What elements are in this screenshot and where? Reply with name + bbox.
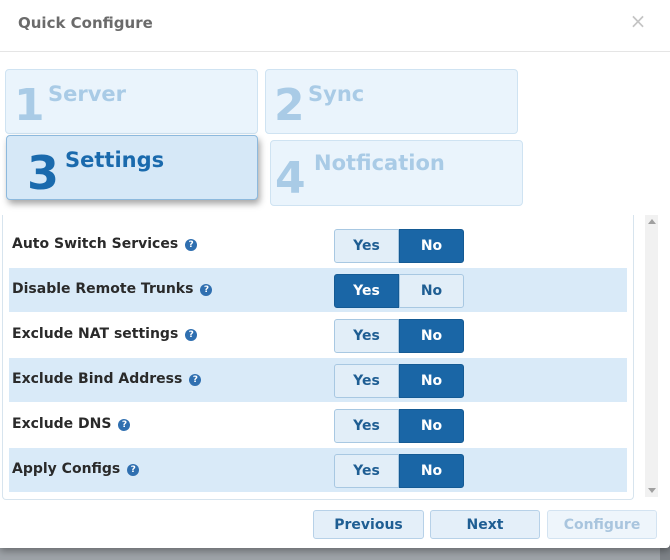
- yes-option[interactable]: Yes: [334, 229, 399, 263]
- step-number: 4: [275, 153, 306, 204]
- yes-option[interactable]: Yes: [334, 364, 399, 398]
- yes-no-toggle: Yes No: [334, 454, 464, 488]
- yes-no-toggle: Yes No: [334, 319, 464, 353]
- help-icon[interactable]: ?: [118, 419, 131, 431]
- settings-panel: [2, 215, 634, 500]
- close-icon[interactable]: ×: [629, 9, 647, 33]
- no-option[interactable]: No: [399, 364, 464, 398]
- setting-label: Auto Switch Services?: [12, 236, 198, 252]
- scroll-down-icon[interactable]: [648, 488, 656, 493]
- setting-row-auto-switch-services: Auto Switch Services? Yes No: [9, 223, 627, 267]
- step-settings[interactable]: 3 Settings: [6, 135, 258, 200]
- yes-no-toggle: Yes No: [334, 229, 464, 263]
- step-label: Settings: [65, 148, 165, 172]
- no-option[interactable]: No: [399, 409, 464, 443]
- setting-label: Disable Remote Trunks?: [12, 281, 213, 297]
- step-label: Notfication: [314, 151, 445, 175]
- scroll-up-icon[interactable]: [648, 219, 656, 224]
- quick-configure-dialog: Quick Configure × 1 Server 2 Sync 3 Sett…: [0, 0, 670, 548]
- setting-row-exclude-nat-settings: Exclude NAT settings? Yes No: [9, 313, 627, 357]
- yes-no-toggle: Yes No: [334, 364, 464, 398]
- setting-row-apply-configs: Apply Configs? Yes No: [9, 448, 627, 492]
- step-number: 2: [274, 80, 305, 131]
- step-number: 3: [27, 146, 60, 200]
- setting-label: Apply Configs?: [12, 461, 140, 477]
- dialog-header: Quick Configure ×: [0, 0, 670, 52]
- step-server[interactable]: 1 Server: [5, 69, 258, 134]
- scrollbar[interactable]: [645, 215, 658, 497]
- yes-option[interactable]: Yes: [334, 274, 399, 308]
- setting-label: Exclude DNS?: [12, 416, 131, 432]
- configure-button[interactable]: Configure: [547, 510, 657, 539]
- help-icon[interactable]: ?: [185, 239, 198, 251]
- dialog-title: Quick Configure: [18, 14, 153, 32]
- step-number: 1: [14, 80, 45, 131]
- step-label: Sync: [308, 82, 365, 106]
- help-icon[interactable]: ?: [189, 374, 202, 386]
- no-option[interactable]: No: [399, 274, 464, 308]
- step-notification[interactable]: 4 Notfication: [270, 140, 523, 206]
- yes-option[interactable]: Yes: [334, 454, 399, 488]
- setting-label: Exclude NAT settings?: [12, 326, 198, 342]
- no-option[interactable]: No: [399, 319, 464, 353]
- help-icon[interactable]: ?: [127, 464, 140, 476]
- setting-row-disable-remote-trunks: Disable Remote Trunks? Yes No: [9, 268, 627, 312]
- step-label: Server: [48, 82, 127, 106]
- help-icon[interactable]: ?: [200, 284, 213, 296]
- setting-row-exclude-dns: Exclude DNS? Yes No: [9, 403, 627, 447]
- setting-label: Exclude Bind Address?: [12, 371, 202, 387]
- yes-option[interactable]: Yes: [334, 319, 399, 353]
- next-button[interactable]: Next: [430, 510, 540, 539]
- yes-no-toggle: Yes No: [334, 409, 464, 443]
- yes-option[interactable]: Yes: [334, 409, 399, 443]
- yes-no-toggle: Yes No: [334, 274, 464, 308]
- previous-button[interactable]: Previous: [313, 510, 424, 539]
- setting-row-exclude-bind-address: Exclude Bind Address? Yes No: [9, 358, 627, 402]
- step-sync[interactable]: 2 Sync: [265, 69, 518, 134]
- no-option[interactable]: No: [399, 454, 464, 488]
- help-icon[interactable]: ?: [185, 329, 198, 341]
- no-option[interactable]: No: [399, 229, 464, 263]
